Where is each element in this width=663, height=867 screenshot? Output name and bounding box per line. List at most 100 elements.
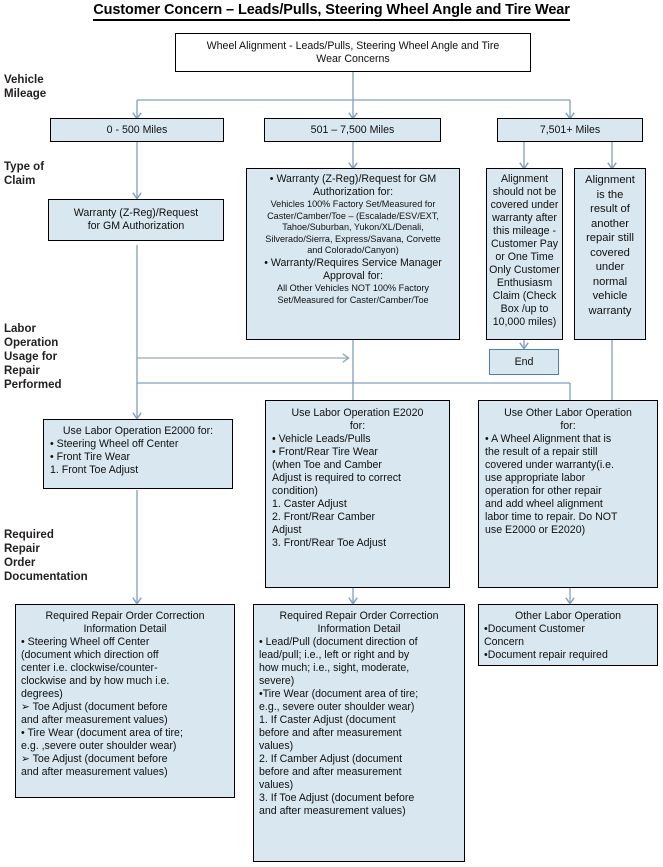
node-mileage-7501-plus: 7,501+ Miles bbox=[497, 118, 643, 142]
node-doc-mid-header1: Required Repair Order Correction bbox=[279, 610, 439, 622]
node-claim-high-not-covered-11: 10,000 miles) bbox=[492, 316, 557, 328]
node-labor-e2020-header1: Use Labor Operation E2020 bbox=[291, 407, 424, 419]
node-claim-mid-body1-2: Tahoe/Suburban, Yukon/XL/Denali, bbox=[282, 222, 424, 233]
node-labor-e2020-num-1: 2. Front/Rear Camber bbox=[272, 511, 376, 523]
node-claim-high-not-covered-3: warranty after bbox=[492, 212, 557, 224]
node-doc-left-body-10: and after measurement values) bbox=[21, 766, 168, 778]
node-start-line1: Wheel Alignment - Leads/Pulls, Steering … bbox=[206, 39, 500, 52]
node-claim-mid-head2: • Warranty/Requires Service Manager bbox=[264, 256, 442, 269]
node-labor-e2000: Use Labor Operation E2000 for: • Steerin… bbox=[43, 419, 233, 489]
node-doc-left: Required Repair Order Correction Informa… bbox=[15, 604, 235, 798]
row-label-type-of-claim: Type of Claim bbox=[4, 161, 45, 187]
node-doc-right-header: Other Labor Operation bbox=[515, 610, 621, 622]
node-doc-mid-header2: Information Detail bbox=[317, 623, 401, 635]
node-doc-mid-body-0: • Lead/Pull (document direction of bbox=[259, 636, 418, 648]
node-doc-left-header1: Required Repair Order Correction bbox=[45, 610, 205, 622]
node-doc-mid-body-3: severe) bbox=[259, 675, 295, 687]
node-doc-left-header2: Information Detail bbox=[83, 623, 167, 635]
node-claim-high-other-repair-4: repair still bbox=[586, 232, 634, 244]
node-labor-e2020-num-2: Adjust bbox=[272, 524, 302, 536]
node-labor-e2020-header2: for: bbox=[349, 420, 366, 432]
node-doc-left-body-0: • Steering Wheel off Center bbox=[21, 636, 150, 648]
node-end: End bbox=[489, 349, 559, 375]
node-doc-right-body-1: Concern bbox=[484, 636, 525, 648]
node-labor-other: Use Other Labor Operation for: • A Wheel… bbox=[478, 400, 658, 588]
node-labor-e2020-item-2: (when Toe and Camber bbox=[272, 459, 382, 471]
node-start-line2: Wear Concerns bbox=[316, 52, 390, 65]
node-labor-other-body-5: and add wheel alignment bbox=[485, 498, 603, 510]
node-claim-high-other-repair-8: vehicle bbox=[592, 290, 628, 302]
node-claim-high-other-repair-9: warranty bbox=[588, 304, 632, 317]
node-labor-e2020-item-1: • Front/Rear Tire Wear bbox=[272, 446, 378, 458]
node-claim-mid-head1: • Warranty (Z-Reg)/Request for GM bbox=[269, 173, 437, 185]
node-claim-mid-body1-0: Vehicles 100% Factory Set/Measured for bbox=[270, 199, 436, 209]
node-claim-high-not-covered: Alignment should not be covered under wa… bbox=[486, 168, 563, 340]
node-claim-high-not-covered-2: covered under bbox=[490, 199, 559, 211]
node-doc-left-body-5: ➢ Toe Adjust (document before bbox=[21, 701, 168, 713]
node-claim-warranty-zreg-line2: for GM Authorization bbox=[87, 220, 185, 232]
node-doc-mid: Required Repair Order Correction Informa… bbox=[253, 604, 465, 862]
node-claim-high-other-repair: Alignment is the result of another repai… bbox=[574, 168, 646, 340]
node-doc-mid-body-5: e.g., severe outer shoulder wear) bbox=[259, 701, 415, 713]
node-claim-mid-body2-1: Set/Measured for Caster/Camber/Toe bbox=[277, 294, 429, 305]
node-claim-high-other-repair-7: normal bbox=[592, 275, 628, 288]
node-labor-other-body-1: the result of a repair still bbox=[485, 446, 598, 458]
node-claim-high-not-covered-0: Alignment bbox=[500, 173, 549, 185]
node-end-label: End bbox=[514, 355, 534, 368]
node-labor-other-header2: for: bbox=[560, 420, 576, 432]
node-labor-e2020: Use Labor Operation E2020 for: • Vehicle… bbox=[265, 400, 450, 588]
node-doc-mid-body-10: before and after measurement bbox=[259, 766, 402, 778]
node-labor-e2020-item-3: Adjust is required to correct bbox=[272, 472, 401, 484]
page-title: Customer Concern – Leads/Pulls, Steering… bbox=[0, 2, 663, 21]
node-claim-high-not-covered-5: Customer Pay bbox=[490, 238, 559, 250]
node-doc-mid-body-8: values) bbox=[259, 740, 294, 752]
node-labor-e2000-header: Use Labor Operation E2000 for: bbox=[62, 425, 214, 437]
node-claim-high-other-repair-6: under bbox=[595, 261, 625, 273]
node-labor-other-header1: Use Other Labor Operation bbox=[504, 407, 632, 419]
node-claim-high-not-covered-7: Only Customer bbox=[489, 264, 560, 276]
node-labor-e2020-item-0: • Vehicle Leads/Pulls bbox=[272, 433, 371, 445]
node-claim-warranty-zreg: Warranty (Z-Reg)/Request for GM Authoriz… bbox=[48, 199, 224, 241]
node-labor-e2020-num-0: 1. Caster Adjust bbox=[272, 498, 347, 510]
node-doc-right-body-2: •Document repair required bbox=[484, 649, 608, 661]
node-mileage-7501-plus-label: 7,501+ Miles bbox=[539, 123, 601, 136]
node-claim-mid-body2-0: All Other Vehicles NOT 100% Factory bbox=[277, 282, 429, 293]
node-claim-mid-head1b: Authorization for: bbox=[312, 186, 394, 198]
node-labor-e2000-item-1: • Front Tire Wear bbox=[50, 451, 131, 463]
node-doc-left-body-8: e.g. ,severe outer shoulder wear) bbox=[21, 740, 177, 752]
node-claim-mid-body1-4: and Colorado/Canyon) bbox=[307, 245, 399, 256]
node-claim-high-other-repair-5: covered bbox=[590, 246, 630, 259]
node-claim-high-other-repair-2: result of bbox=[590, 203, 630, 215]
node-doc-mid-body-6: 1. If Caster Adjust (document bbox=[259, 714, 396, 726]
node-start: Wheel Alignment - Leads/Pulls, Steering … bbox=[175, 33, 531, 72]
node-doc-left-body-4: degrees) bbox=[21, 688, 63, 700]
node-doc-right: Other Labor Operation •Document Customer… bbox=[478, 604, 658, 666]
node-doc-left-body-1: (document which direction off bbox=[21, 649, 159, 661]
node-labor-e2000-item-2: 1. Front Toe Adjust bbox=[50, 464, 139, 476]
node-claim-high-not-covered-10: Box /up to bbox=[500, 303, 549, 315]
node-labor-other-body-3: use appropriate labor bbox=[485, 472, 586, 484]
node-labor-other-body-0: • A Wheel Alignment that is bbox=[485, 433, 612, 445]
node-claim-high-other-repair-1: is the bbox=[596, 188, 624, 201]
node-claim-high-not-covered-4: this mileage - bbox=[493, 225, 556, 237]
node-doc-left-body-2: center i.e. clockwise/counter- bbox=[21, 662, 158, 674]
node-claim-high-not-covered-6: or One Time bbox=[495, 251, 554, 263]
node-labor-e2020-item-4: condition) bbox=[272, 485, 318, 497]
node-claim-mid-head2b: Approval for: bbox=[322, 269, 384, 282]
node-doc-left-body-3: clockwise and by how much i.e. bbox=[21, 675, 170, 687]
node-labor-other-body-6: labor time to repair. Do NOT bbox=[485, 511, 618, 523]
node-labor-other-body-4: operation for other repair bbox=[485, 485, 602, 497]
node-claim-high-not-covered-8: Enthusiasm bbox=[496, 277, 553, 289]
node-doc-left-body-6: and after measurement values) bbox=[21, 714, 168, 726]
node-labor-e2020-num-3: 3. Front/Rear Toe Adjust bbox=[272, 537, 387, 549]
node-doc-left-body-7: • Tire Wear (document area of tire; bbox=[21, 727, 183, 739]
node-claim-warranty-zreg-line1: Warranty (Z-Reg)/Request bbox=[73, 207, 199, 219]
node-claim-mid-body1-3: Silverado/Sierra, Express/Savana, Corvet… bbox=[265, 233, 441, 244]
node-labor-other-body-2: covered under warranty(i.e. bbox=[485, 459, 614, 471]
node-claim-mid-body1-1: Caster/Camber/Toe – (Escalade/ESV/EXT, bbox=[267, 210, 439, 221]
page-title-text: Customer Concern – Leads/Pulls, Steering… bbox=[93, 2, 570, 21]
row-label-labor-operation: Labor Operation Usage for Repair Perform… bbox=[4, 323, 62, 391]
node-claim-high-not-covered-9: Claim (Check bbox=[492, 290, 557, 302]
node-doc-mid-body-9: 2. If Camber Adjust (document bbox=[259, 753, 403, 765]
